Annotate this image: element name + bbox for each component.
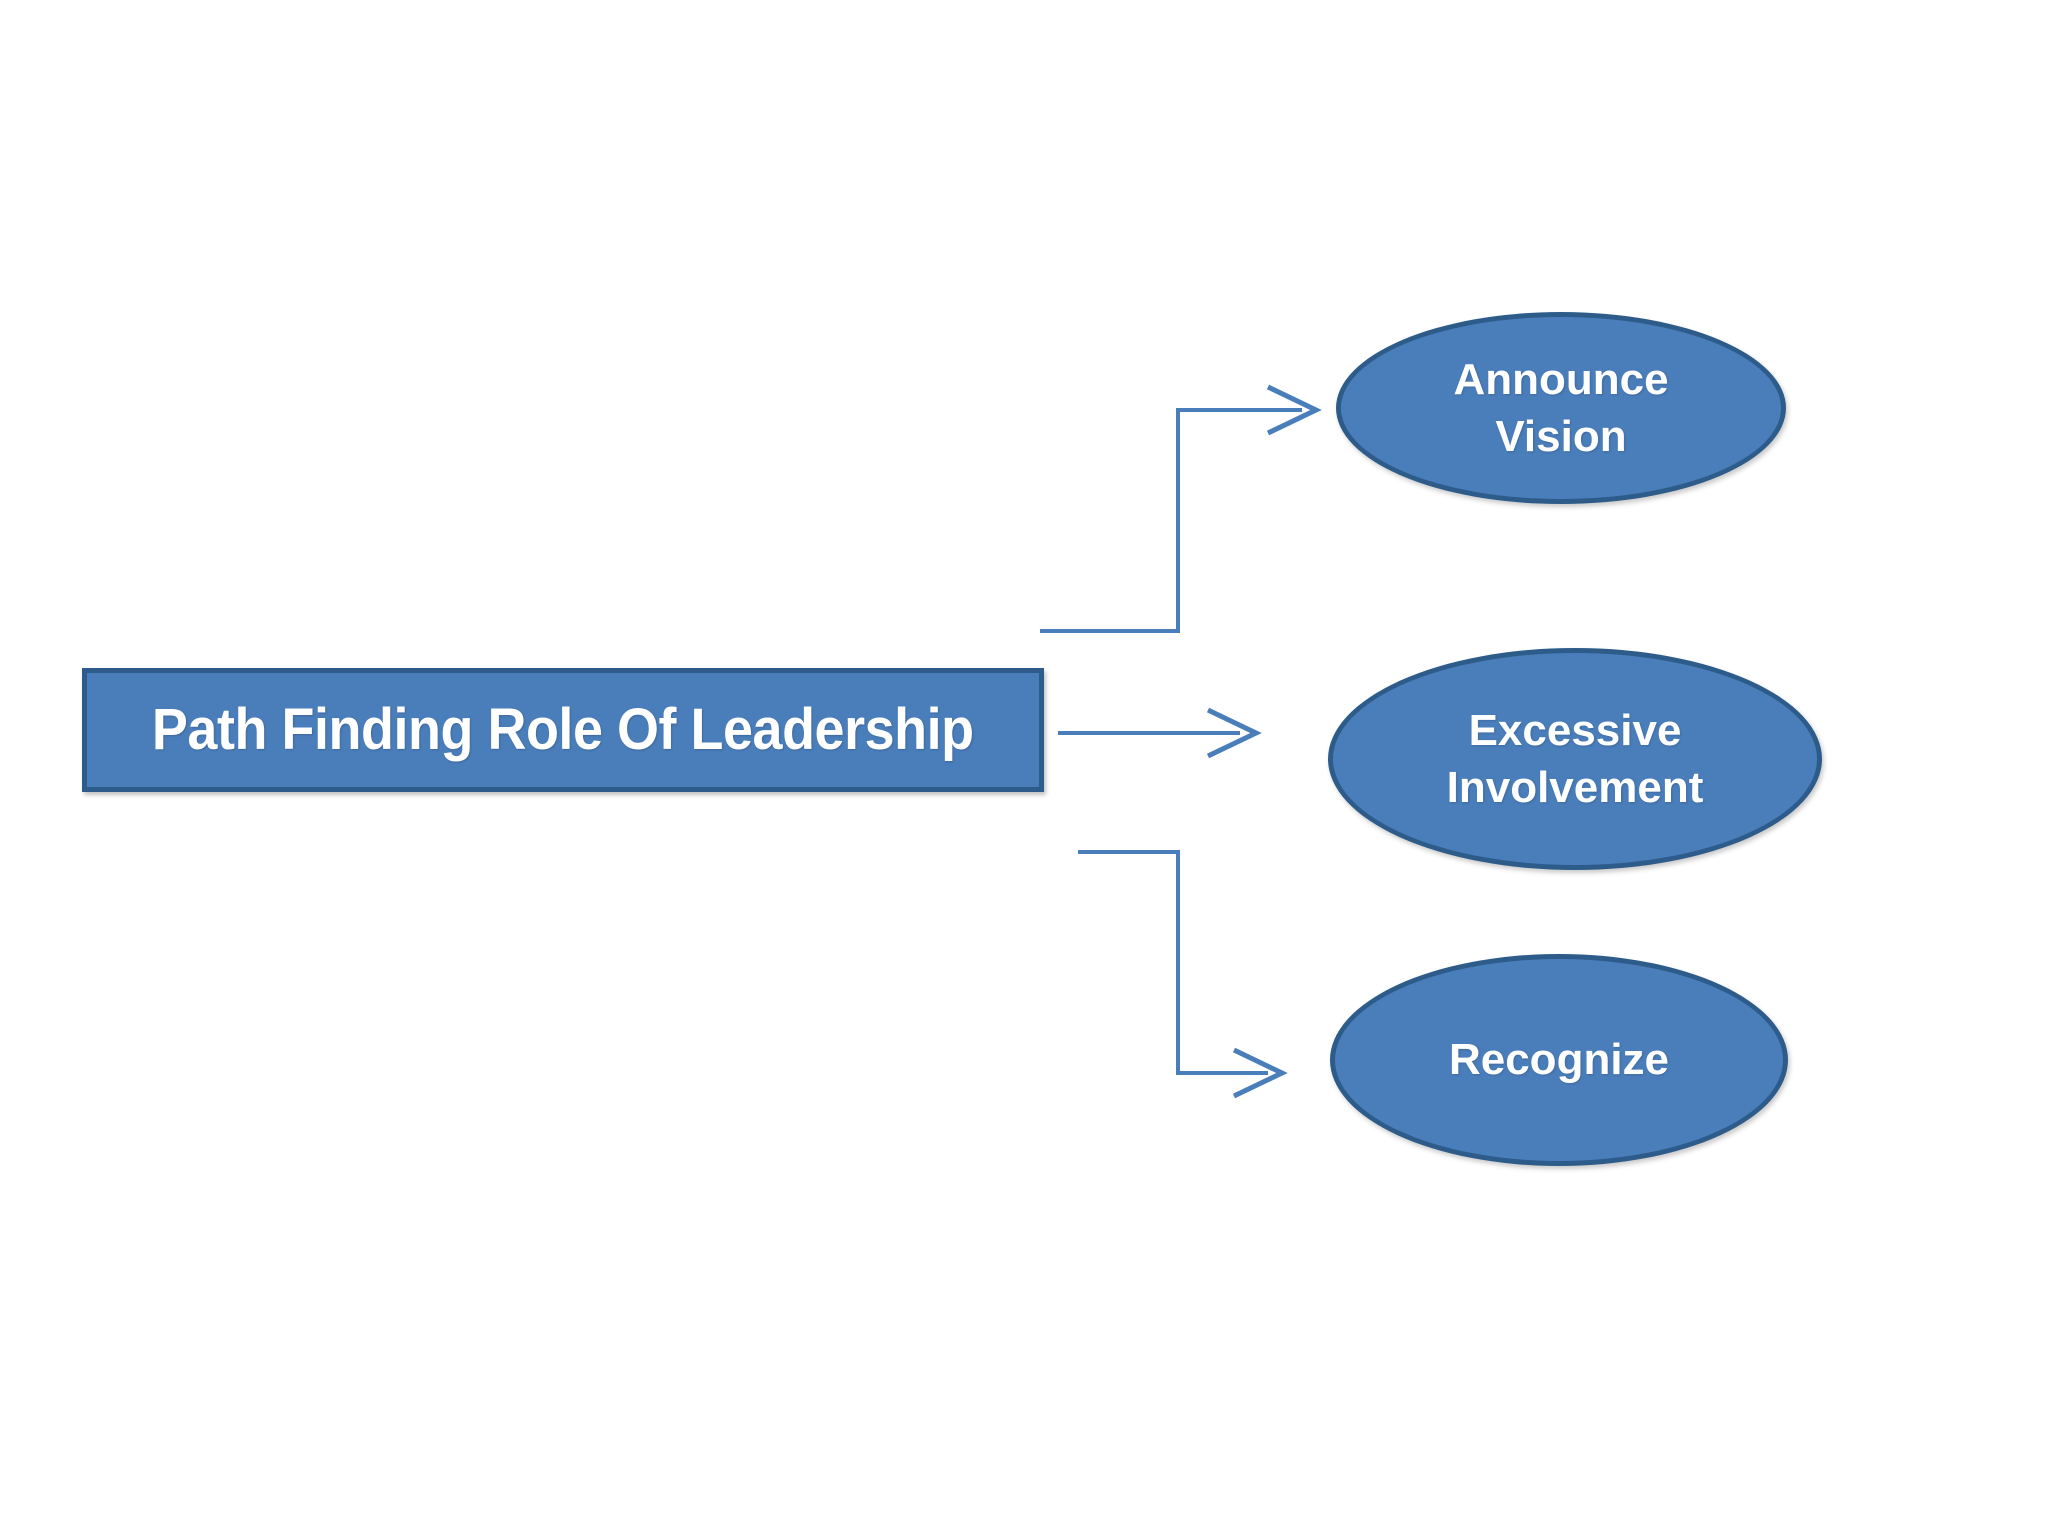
connector-to-announce-vision[interactable] [1040,384,1322,633]
node-announce-vision-label: Announce Vision [1413,351,1708,465]
node-recognize-label: Recognize [1409,1031,1709,1088]
root-node-path-finding-role-of-leadership[interactable]: Path Finding Role Of Leadership [82,668,1044,792]
connector-line-announce-vision [1040,408,1302,633]
connector-to-excessive-involvement[interactable] [1058,707,1262,759]
node-excessive-involvement-label: Excessive Involvement [1407,702,1744,816]
node-excessive-involvement[interactable]: Excessive Involvement [1328,648,1822,870]
arrowhead-icon-announce-vision [1266,384,1322,436]
connector-line-recognize [1078,850,1268,1075]
node-announce-vision[interactable]: Announce Vision [1336,312,1786,504]
node-excessive-involvement-line2: Involvement [1446,763,1704,812]
arrowhead-icon-recognize [1232,1047,1288,1099]
arrowhead-icon-excessive-involvement [1206,707,1262,759]
node-recognize-line1: Recognize [1448,1035,1670,1085]
node-announce-vision-line1: Announce [1453,354,1669,404]
node-recognize[interactable]: Recognize [1330,954,1788,1166]
node-excessive-involvement-line1: Excessive [1468,705,1682,755]
connector-to-recognize[interactable] [1078,850,1288,1099]
node-announce-vision-line2: Vision [1495,412,1627,461]
root-node-label: Path Finding Role Of Leadership [152,696,974,762]
